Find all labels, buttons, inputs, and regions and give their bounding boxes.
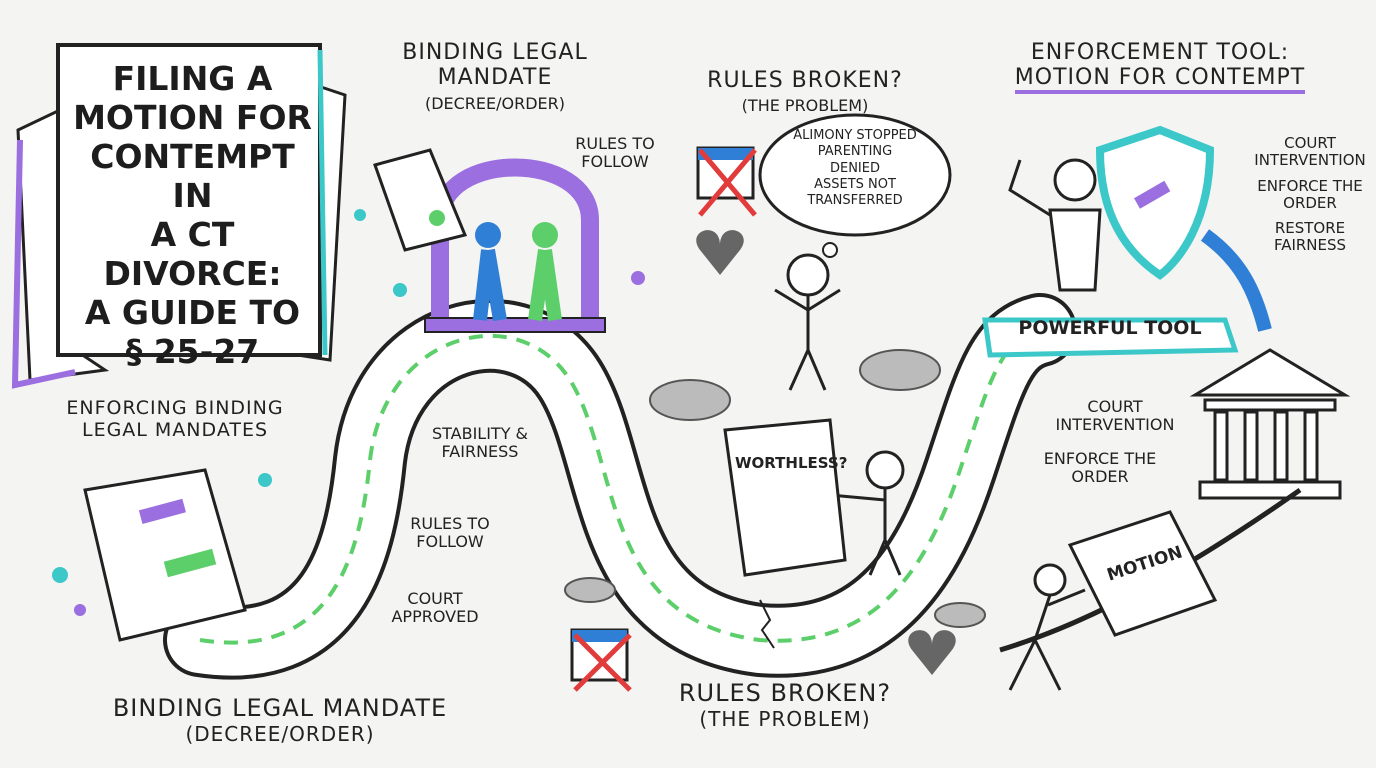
decree-scroll-gavels-icon [83,468,247,642]
heading-underlined: Motion for Contempt [1014,65,1306,95]
bottom-problem-label: Rules Broken? (The Problem) [650,679,920,731]
top-problem-label: Rules Broken? (The Problem) [690,68,920,116]
heading: Rules Broken? [707,68,903,93]
benefit: Court intervention [1254,134,1366,170]
approved-label: Court approved [391,589,479,627]
star-icon [74,271,645,616]
strongman-figure [1008,158,1102,292]
motion-box [1067,510,1218,637]
arrow-icon [1200,229,1272,332]
star-icon [52,209,407,583]
powerful-tool-ribbon [982,317,1239,358]
thought-bubble-text: Alimony stopped Parenting denied Assets … [775,128,935,209]
title-line: Contempt in [90,136,295,215]
heading: Enforcement Tool: [1030,40,1290,65]
torn-document [723,418,847,577]
court-intervention-label: Court intervention [1055,397,1175,435]
worried-person [774,253,841,391]
bubble-item: Assets not transferred [807,176,903,208]
worthless-label: Worthless? [735,454,848,472]
crossed-calendar-icon [570,146,757,692]
title-line: A Guide to [84,292,301,332]
bubble-item: Alimony stopped [793,128,917,143]
heading: Binding Legal Mandate [402,40,588,91]
ribbon-label: Powerful Tool [1018,317,1202,339]
broken-heart-icon [696,230,744,275]
pushing-person [1008,563,1086,691]
page-title: Filing a Motion for Contempt in a CT Div… [70,59,315,372]
storm-cloud-icon [564,349,986,628]
subtitle-line: Enforcing Binding [66,397,284,419]
enforcement-benefits: Court intervention Enforce the order Res… [1245,134,1375,255]
subheading: (Decree/Order) [424,93,566,113]
bubble-item: Parenting denied [817,144,893,176]
rules-to-follow-note: Rules to follow [575,134,655,172]
seal-icon [429,210,445,226]
heading: Binding Legal Mandate [112,694,448,722]
subheading: (Decree/Order) [185,721,375,746]
thought-bubble [758,113,952,237]
benefit: Restore fairness [1273,219,1347,255]
enforce-label: Enforce the order [1043,449,1157,487]
enforcement-heading: Enforcement Tool: Motion for Contempt [1005,40,1315,95]
heading: Rules Broken? [678,679,892,707]
title-line: a CT Divorce: [103,214,282,293]
winding-road [163,293,1077,680]
top-mandate-label: Binding Legal Mandate (Decree/Order) [370,40,620,113]
bottom-mandate-label: Binding Legal Mandate (Decree/Order) [85,694,475,746]
title-banner [11,43,347,389]
subheading: (The Problem) [741,96,869,116]
title-line: Filing a [112,59,273,98]
rules-label: Rules to follow [410,514,490,552]
courthouse-icon [1189,348,1351,500]
subtitle-line: Legal Mandates [81,418,269,441]
decree-scroll-icon [373,148,468,252]
broken-heart-icon [908,630,956,675]
angry-person [829,450,905,576]
title-line: Motion for [73,97,312,137]
benefit: Enforce the order [1257,176,1363,212]
stability-label: Stability & Fairness [431,424,529,462]
subtitle-left: Enforcing Binding Legal Mandates [55,397,295,442]
title-line: § 25-27 [125,331,260,371]
subheading: (The Problem) [699,706,871,731]
shield-gavel-icon [1095,125,1215,280]
